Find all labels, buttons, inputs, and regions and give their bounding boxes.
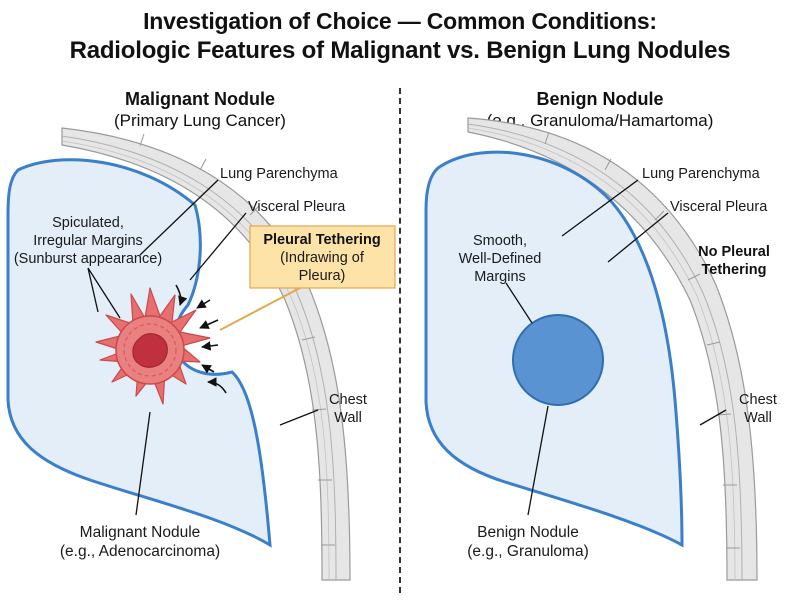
label-lung-parenchyma: Lung Parenchyma — [642, 166, 761, 182]
malignant-nodule-core — [132, 333, 168, 368]
leader-line — [139, 179, 219, 256]
label-pleural-tethering-desc: Pleura) — [299, 268, 346, 284]
label-visceral-pleura: Visceral Pleura — [670, 199, 768, 215]
label-spiculated-margins: Spiculated, — [52, 215, 124, 231]
leader-line — [189, 212, 247, 281]
tethering-arrow — [201, 364, 215, 374]
label-smooth-margins: Smooth, — [473, 233, 527, 249]
leader-line — [699, 409, 727, 426]
benign-chest-wall — [467, 117, 758, 581]
benign-nodule — [512, 314, 604, 406]
leader-line — [561, 179, 639, 237]
leader-line — [87, 267, 121, 319]
malignant-panel-header: Malignant Nodule (Primary Lung Cancer) — [0, 88, 400, 131]
leader-line — [527, 405, 549, 516]
title-block: Investigation of Choice — Common Conditi… — [0, 6, 800, 66]
tethering-arrow — [201, 341, 219, 351]
label-visceral-pleura: Visceral Pleura — [248, 199, 346, 215]
label-pleural-tethering: Pleural Tethering — [263, 232, 380, 248]
tethering-arrow — [207, 377, 227, 394]
label-malignant-nodule: Malignant Nodule — [80, 524, 201, 541]
benign-panel: Lung Parenchyma Visceral Pleura Smooth, … — [424, 117, 777, 581]
label-chest-wall: Chest — [329, 392, 367, 408]
label-malignant-nodule-example: (e.g., Adenocarcinoma) — [60, 543, 220, 560]
label-benign-nodule-example: (e.g., Granuloma) — [467, 543, 588, 560]
benign-chest-wall-line — [467, 127, 736, 581]
benign-subheading: (e.g., Granuloma/Hamartoma) — [486, 111, 714, 130]
title-line-1: Investigation of Choice — Common Conditi… — [143, 8, 657, 34]
benign-panel-header: Benign Nodule (e.g., Granuloma/Hamartoma… — [400, 88, 800, 131]
tethering-arrow — [175, 284, 188, 306]
label-chest-wall: Wall — [334, 410, 362, 426]
benign-heading: Benign Nodule — [536, 89, 664, 109]
benign-chest-wall-line — [467, 123, 743, 581]
label-chest-wall: Chest — [739, 392, 777, 408]
label-pleural-tethering-desc: (Indrawing of — [280, 250, 365, 266]
leader-line — [505, 282, 533, 324]
label-lung-parenchyma: Lung Parenchyma — [220, 166, 339, 182]
leader-line — [135, 411, 151, 516]
leader-line — [607, 212, 669, 263]
benign-chest-wall-hatch — [544, 131, 740, 549]
label-benign-nodule: Benign Nodule — [477, 524, 579, 541]
malignant-nodule-texture — [123, 323, 177, 377]
label-spiculated-margins: (Sunburst appearance) — [14, 251, 162, 267]
leader-line — [219, 287, 301, 331]
malignant-panel: Lung Parenchyma Visceral Pleura Spiculat… — [6, 127, 396, 581]
label-chest-wall: Wall — [744, 410, 772, 426]
label-no-pleural-tethering: No Pleural — [698, 244, 770, 260]
malignant-subheading: (Primary Lung Cancer) — [114, 111, 286, 130]
tethering-callout — [249, 225, 396, 289]
label-spiculated-margins: Irregular Margins — [33, 233, 143, 249]
tethering-arrow — [196, 299, 211, 309]
label-smooth-margins: Margins — [474, 269, 526, 285]
tethering-arrow — [199, 319, 219, 329]
label-smooth-margins: Well-Defined — [459, 251, 542, 267]
panel-divider — [399, 88, 401, 593]
leader-line — [279, 409, 319, 426]
label-no-pleural-tethering: Tethering — [702, 262, 767, 278]
malignant-chest-wall-line — [61, 135, 337, 581]
malignant-heading: Malignant Nodule — [125, 89, 275, 109]
title-line-2: Radiologic Features of Malignant vs. Ben… — [69, 37, 731, 64]
leader-line — [87, 267, 99, 313]
